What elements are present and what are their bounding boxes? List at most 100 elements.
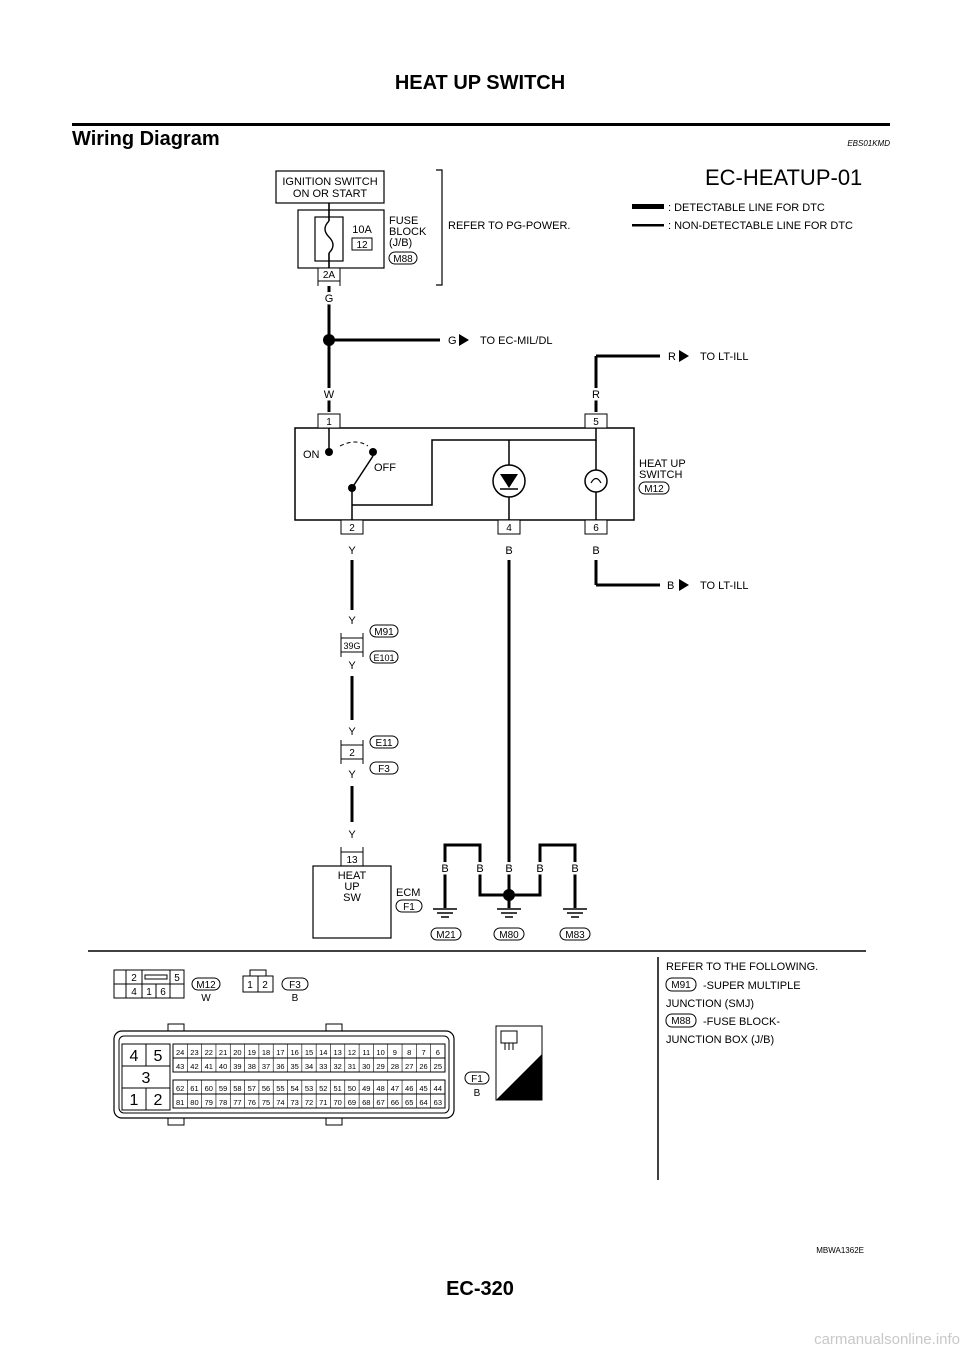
- f1-pin-72: 72: [305, 1098, 313, 1107]
- wire-y-label: Y: [348, 545, 356, 557]
- f1-pin-15: 15: [305, 1048, 313, 1057]
- m12-name: M12: [196, 980, 216, 991]
- f1-pin-34: 34: [305, 1062, 313, 1071]
- fuse-label3: (J/B): [389, 237, 412, 249]
- wire-b-label: B: [505, 545, 512, 557]
- m12-color: W: [201, 993, 211, 1004]
- refer-title: REFER TO THE FOLLOWING.: [666, 961, 818, 973]
- f1-pin-52: 52: [319, 1084, 327, 1093]
- connector-m12-face: 2 5 4 1 6: [113, 969, 185, 999]
- svg-text:B: B: [571, 863, 578, 875]
- joint-b-conn1: E11: [375, 738, 392, 749]
- f1-pin-6: 6: [436, 1048, 440, 1057]
- m12-pin-bot-3: 6: [160, 987, 166, 998]
- ground-m80-badge: [493, 927, 525, 941]
- wire-b-label-2: B: [592, 545, 599, 557]
- f1-pin-40: 40: [219, 1062, 227, 1071]
- f1-pin-81: 81: [176, 1098, 184, 1107]
- legend-detectable: : DETECTABLE LINE FOR DTC: [668, 202, 825, 214]
- f1-pin-33: 33: [319, 1062, 327, 1071]
- f1-pin-32: 32: [333, 1062, 341, 1071]
- ecm-connector: F1: [403, 902, 415, 913]
- switch-terminal-5: 5: [593, 417, 599, 428]
- f1-pin-66: 66: [391, 1098, 399, 1107]
- illumination-bulb-icon: [584, 469, 608, 493]
- f1-pin-20: 20: [233, 1048, 241, 1057]
- f1-pin-49: 49: [362, 1084, 370, 1093]
- f1-pin-70: 70: [333, 1098, 341, 1107]
- wire-w-label: W: [324, 389, 335, 401]
- f1-pin-19: 19: [248, 1048, 256, 1057]
- legend-nondetectable-swatch: [632, 224, 664, 227]
- wire-y-label-2: Y: [348, 615, 356, 627]
- f1-pin-46: 46: [405, 1084, 413, 1093]
- f1-pin-39: 39: [233, 1062, 241, 1071]
- f1-pin-29: 29: [376, 1062, 384, 1071]
- f1-pin-50: 50: [348, 1084, 356, 1093]
- f1-pin-35: 35: [291, 1062, 299, 1071]
- refer-bracket: [436, 169, 443, 286]
- ignition-line2: ON OR START: [293, 188, 367, 200]
- header-rule: [72, 123, 890, 126]
- f1-pin-44: 44: [434, 1084, 442, 1093]
- fuse-num: 12: [356, 240, 368, 251]
- svg-text:B: B: [441, 863, 448, 875]
- f1-pin-69: 69: [348, 1098, 356, 1107]
- joint-a-terminal: 39G: [343, 641, 360, 651]
- f1-pin-13: 13: [333, 1048, 341, 1057]
- refer-item2-badge: [665, 1013, 697, 1028]
- wire-g-label-2: G: [448, 335, 457, 347]
- f1-pin-42: 42: [190, 1062, 198, 1071]
- f3-name: F3: [289, 980, 301, 991]
- refer-item1-text: -SUPER MULTIPLE: [703, 980, 801, 992]
- refer-item2-conn: M88: [671, 1016, 691, 1027]
- f1-pin-27: 27: [405, 1062, 413, 1071]
- arrow-icon: [679, 579, 689, 591]
- wire-y-label-5: Y: [348, 769, 356, 781]
- wire-y-label-3: Y: [348, 660, 356, 672]
- ground-icon: [563, 908, 587, 918]
- f1-pin-77: 77: [233, 1098, 241, 1107]
- refer-item2-text: -FUSE BLOCK-: [703, 1016, 780, 1028]
- f1-pin-41: 41: [205, 1062, 213, 1071]
- arrow-icon: [459, 334, 469, 346]
- ecm-connector-badge: [395, 899, 423, 913]
- f1-pin-31: 31: [348, 1062, 356, 1071]
- refer-item1-badge: [665, 977, 697, 992]
- fuse-num-box: [351, 237, 373, 251]
- f1-pin-11: 11: [362, 1048, 370, 1057]
- wire-g-label: G: [325, 293, 334, 305]
- joint-a-conn2: E101: [373, 653, 394, 663]
- switch-lever: [351, 455, 374, 489]
- f1-pin-12: 12: [348, 1048, 356, 1057]
- f1-pin-23: 23: [190, 1048, 198, 1057]
- gnd-wire-b5: B: [571, 863, 578, 875]
- f1-pin-80: 80: [190, 1098, 198, 1107]
- fuse-label1: FUSE: [389, 215, 418, 227]
- ecm-terminal: 13: [346, 855, 358, 866]
- f1-color: B: [474, 1088, 481, 1099]
- ignition-switch-box: [275, 170, 385, 204]
- f1-pin-8: 8: [407, 1048, 411, 1057]
- f1-pin-17: 17: [276, 1048, 284, 1057]
- to-ill-top: TO LT-ILL: [700, 351, 749, 363]
- joint-b-conn2-badge: [369, 761, 399, 775]
- switch-connector-badge: [638, 481, 670, 495]
- switch-label1: HEAT UP: [639, 458, 686, 470]
- svg-text:B: B: [536, 863, 543, 875]
- ground-m83-badge: [559, 927, 591, 941]
- f1-pin-62: 62: [176, 1084, 184, 1093]
- wire-r-label: R: [668, 351, 676, 363]
- refer-item2-text2: JUNCTION BOX (J/B): [666, 1034, 774, 1046]
- joint-b-conn2: F3: [378, 764, 390, 775]
- ground-icon: [497, 908, 521, 918]
- svg-text:B: B: [505, 863, 512, 875]
- switch-off-label: OFF: [374, 462, 396, 474]
- f1-pin-73: 73: [291, 1098, 299, 1107]
- f1-pin-37: 37: [262, 1062, 270, 1071]
- m12-pin-top-3: 5: [174, 973, 180, 984]
- ignition-line1: IGNITION SWITCH: [282, 176, 377, 188]
- f1-pin-54: 54: [291, 1084, 299, 1093]
- f1-badge: [464, 1071, 490, 1085]
- switch-terminal-1: 1: [326, 417, 332, 428]
